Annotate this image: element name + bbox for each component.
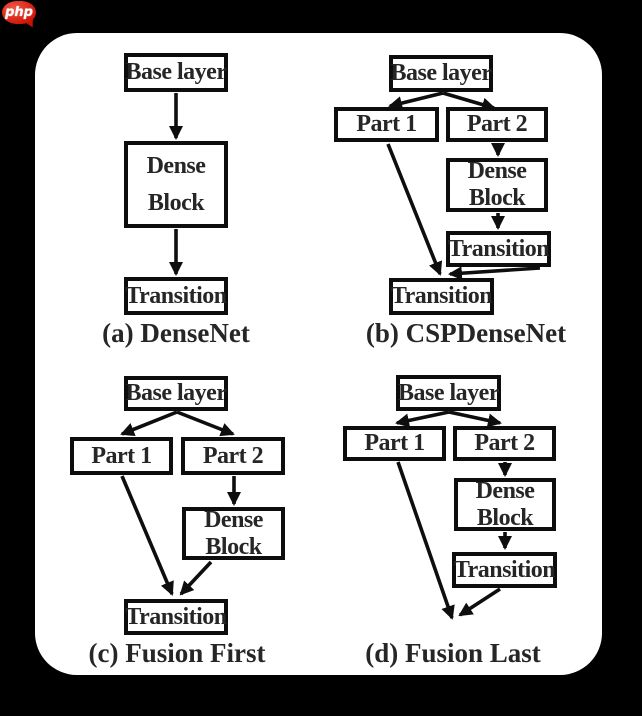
node-b-transition-1: Transition bbox=[446, 231, 551, 267]
node-a-dense-block: Dense Block bbox=[124, 141, 228, 228]
node-b-part2: Part 2 bbox=[446, 107, 548, 142]
caption-c-fusion-first: (c) Fusion First bbox=[88, 638, 266, 668]
php-logo-text: php bbox=[5, 5, 33, 20]
caption-a-densenet: (a) DenseNet bbox=[102, 318, 250, 348]
node-d-part2: Part 2 bbox=[453, 426, 556, 461]
php-logo: php bbox=[2, 1, 36, 24]
node-d-base-layer: Base layer bbox=[396, 375, 501, 411]
node-d-part1: Part 1 bbox=[343, 426, 446, 461]
node-b-base-layer: Base layer bbox=[389, 55, 493, 92]
node-d-transition: Transition bbox=[452, 552, 557, 588]
caption-d-fusion-last: (d) Fusion Last bbox=[365, 638, 541, 668]
node-c-base-layer: Base layer bbox=[124, 376, 228, 411]
node-b-transition-2: Transition bbox=[389, 278, 494, 315]
node-b-dense-block: Dense Block bbox=[446, 158, 548, 212]
node-c-part1: Part 1 bbox=[70, 437, 173, 475]
node-c-part2: Part 2 bbox=[181, 437, 285, 475]
node-d-dense-block: Dense Block bbox=[454, 478, 556, 531]
node-b-part1: Part 1 bbox=[334, 107, 439, 142]
caption-b-cspdensenet: (b) CSPDenseNet bbox=[365, 318, 567, 348]
node-a-base-layer: Base layer bbox=[124, 53, 228, 92]
node-a-transition: Transition bbox=[124, 277, 228, 315]
node-c-dense-block: Dense Block bbox=[182, 507, 285, 560]
node-c-transition: Transition bbox=[124, 599, 228, 635]
